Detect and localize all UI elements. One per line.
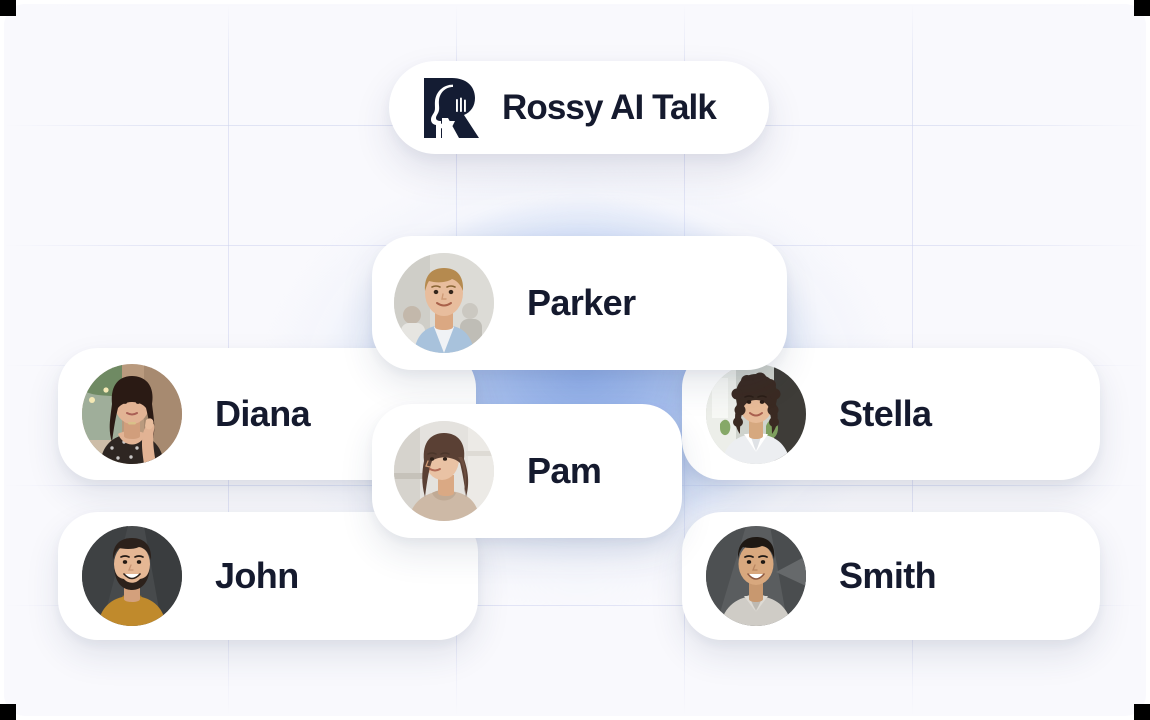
app-title: Rossy AI Talk: [502, 87, 717, 127]
avatar-john-icon: [82, 526, 182, 626]
avatar-smith-icon: [706, 526, 806, 626]
avatar-pam-icon: [394, 421, 494, 521]
participant-name: Smith: [839, 555, 937, 596]
participant-card-pam[interactable]: Pam: [372, 404, 682, 538]
app-title-pill[interactable]: Rossy AI Talk: [389, 61, 769, 154]
participant-name: Stella: [839, 393, 932, 434]
participant-name: Diana: [215, 393, 311, 434]
scene-canvas: Rossy AI Talk: [4, 4, 1146, 716]
participant-name: Pam: [527, 450, 602, 491]
participant-name: Parker: [527, 282, 636, 323]
participant-card-parker[interactable]: Parker: [372, 236, 787, 370]
corner-marker-top-left: [0, 0, 16, 16]
corner-marker-bottom-left: [0, 704, 16, 720]
participant-name: John: [215, 555, 299, 596]
avatar-diana-icon: [82, 364, 182, 464]
avatar-stella-icon: [706, 364, 806, 464]
avatar-parker-icon: [394, 253, 494, 353]
rossy-woman-r-logo-icon: [422, 77, 480, 139]
participant-card-smith[interactable]: Smith: [682, 512, 1100, 640]
corner-marker-bottom-right: [1134, 704, 1150, 720]
corner-marker-top-right: [1134, 0, 1150, 16]
